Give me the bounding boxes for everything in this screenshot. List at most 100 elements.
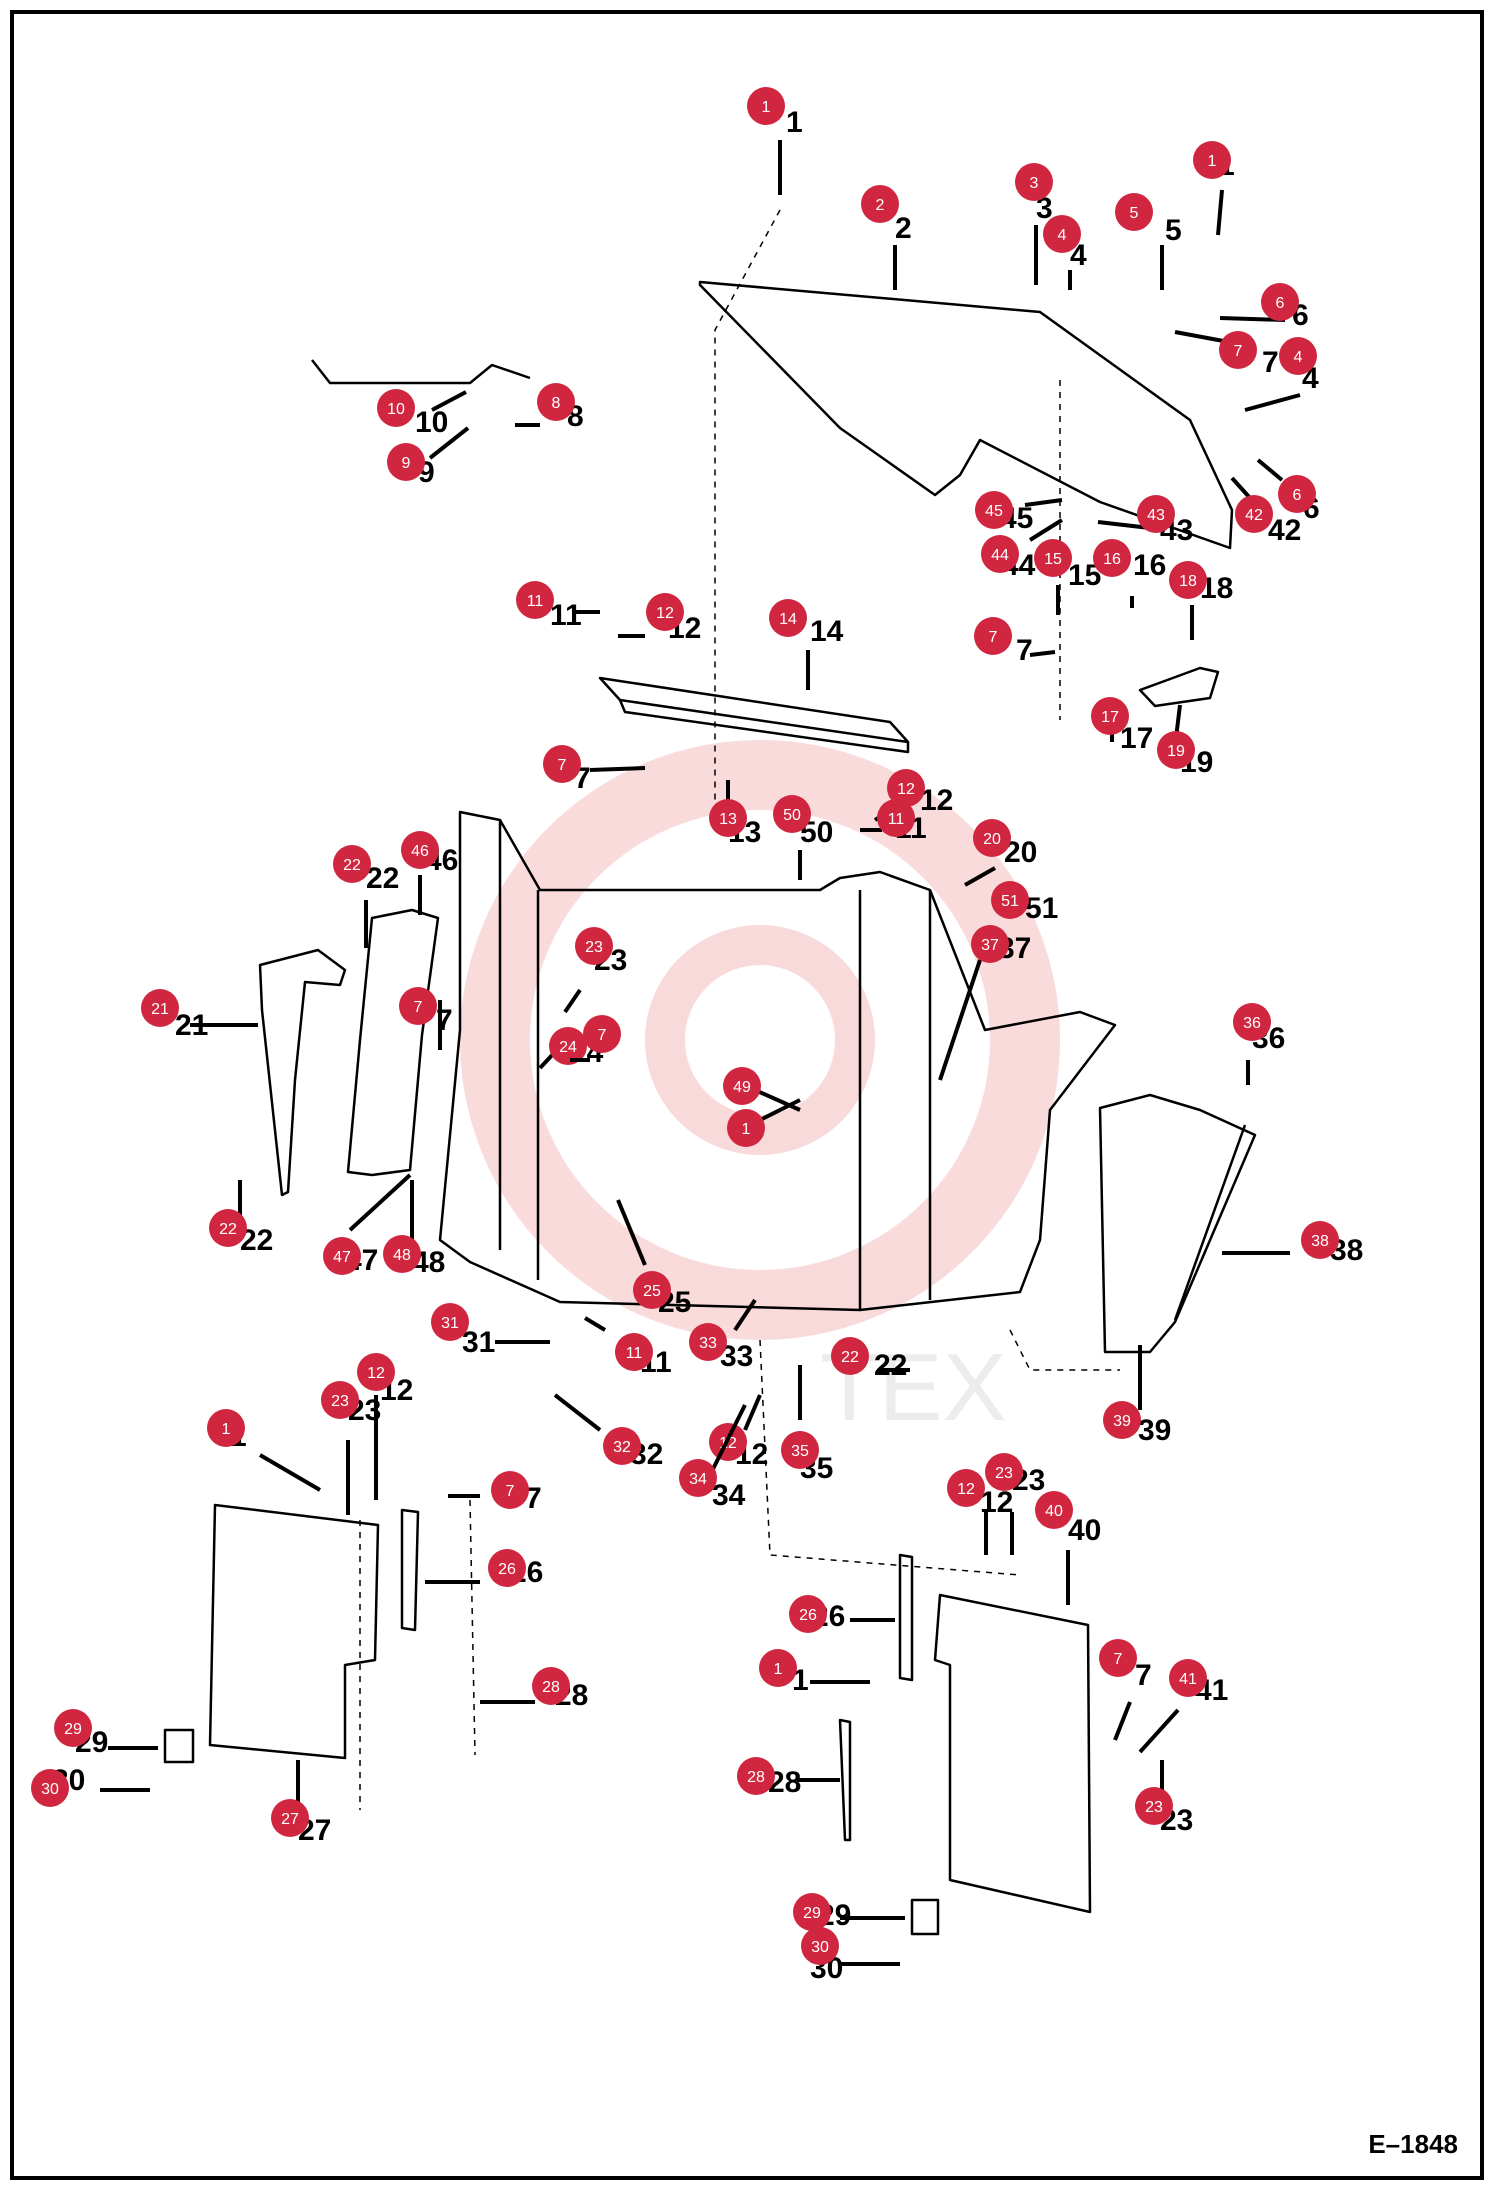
leader-line xyxy=(563,988,582,1014)
callout-badge xyxy=(323,1237,361,1275)
leader-line xyxy=(964,866,996,887)
callout-badge xyxy=(333,845,371,883)
callout-badge xyxy=(1157,731,1195,769)
part-number: 1 xyxy=(786,106,803,139)
callout-badge xyxy=(1093,539,1131,577)
callout-badge xyxy=(516,581,554,619)
callout-number: 44 xyxy=(991,547,1009,564)
leader-line xyxy=(759,1098,801,1122)
part-number: 7 xyxy=(1262,346,1279,379)
callout-badge xyxy=(401,831,439,869)
callout-number: 26 xyxy=(799,1607,817,1624)
callout-badge xyxy=(974,617,1012,655)
callout-4: 44 xyxy=(1244,337,1319,412)
callout-badge xyxy=(633,1271,671,1309)
callout-number: 2 xyxy=(876,197,885,214)
callout-badge xyxy=(1169,561,1207,599)
callout-badge xyxy=(537,383,575,421)
leader-line xyxy=(348,1173,412,1232)
left-upright-cover xyxy=(346,908,440,1177)
bracket-plate xyxy=(1138,666,1220,708)
callout-number: 11 xyxy=(626,1345,643,1362)
callout-badge xyxy=(1015,163,1053,201)
callout-badge xyxy=(1301,1221,1339,1259)
drawing-code: E–1848 xyxy=(1368,2129,1458,2159)
callout-number: 36 xyxy=(1243,1015,1261,1032)
callout-badge xyxy=(1115,193,1153,231)
left-latch xyxy=(163,1728,195,1764)
callout-number: 6 xyxy=(1276,295,1285,312)
callout-49: 49 xyxy=(723,1067,801,1112)
part-number: 40 xyxy=(1068,1514,1101,1547)
callout-badge xyxy=(1035,1491,1073,1529)
callout-number: 5 xyxy=(1130,205,1139,222)
callout-number: 27 xyxy=(281,1811,299,1828)
callout-badge xyxy=(532,1667,570,1705)
callout-badge xyxy=(1261,283,1299,321)
callout-number: 12 xyxy=(656,605,674,622)
part-number: 7 xyxy=(1016,634,1033,667)
callout-number: 51 xyxy=(1001,893,1019,910)
callout-badge xyxy=(877,799,915,837)
callout-badge xyxy=(1137,495,1175,533)
callout-number: 41 xyxy=(1179,1671,1197,1688)
callout-number: 4 xyxy=(1294,349,1303,366)
part-number: 2 xyxy=(895,212,912,245)
callout-number: 40 xyxy=(1045,1503,1063,1520)
callout-7: 77 xyxy=(1099,1639,1152,1741)
hinge-right xyxy=(898,1553,914,1682)
callout-number: 7 xyxy=(1114,1651,1123,1668)
callout-9: 99 xyxy=(387,426,470,489)
leader-line xyxy=(1097,520,1151,530)
cross-beam xyxy=(598,676,910,744)
callout-number: 33 xyxy=(699,1335,717,1352)
callout-number: 38 xyxy=(1311,1233,1329,1250)
callout-badge xyxy=(971,925,1009,963)
callout-number: 32 xyxy=(613,1439,631,1456)
drawing-frame xyxy=(10,10,1484,2180)
callout-number: 7 xyxy=(1234,343,1243,360)
callout-6: 66 xyxy=(1256,458,1320,525)
callout-number: 8 xyxy=(552,395,561,412)
callout-badge xyxy=(1233,1003,1271,1041)
callout-badge xyxy=(1279,337,1317,375)
callout-badge xyxy=(1043,215,1081,253)
callout-badge xyxy=(861,185,899,223)
callout-badge xyxy=(723,1067,761,1105)
callout-number: 50 xyxy=(783,807,801,824)
callout-badge xyxy=(887,769,925,807)
part-number: 22 xyxy=(366,862,399,895)
callout-badge xyxy=(207,1409,245,1447)
leader-line xyxy=(589,766,646,772)
callout-badge xyxy=(141,989,179,1027)
part-number: 34 xyxy=(712,1479,746,1512)
callout-badge xyxy=(737,1757,775,1795)
callout-5: 55 xyxy=(1115,193,1182,290)
callout-7: 77 xyxy=(570,1015,621,1062)
callout-number: 45 xyxy=(985,503,1003,520)
watermark-logo: ТЕХ xyxy=(460,740,1060,1441)
callout-number: 21 xyxy=(151,1001,169,1018)
callout-badge xyxy=(357,1353,395,1391)
callout-number: 11 xyxy=(527,593,544,610)
callout-badge xyxy=(689,1323,727,1361)
callout-badge xyxy=(991,881,1029,919)
callout-badge xyxy=(377,389,415,427)
callout-1: 1 xyxy=(727,1098,801,1147)
callout-badge xyxy=(646,593,684,631)
callout-badge xyxy=(615,1333,653,1371)
callout-3: 33 xyxy=(1015,163,1053,285)
callout-number: 23 xyxy=(331,1393,349,1410)
callout-number: 23 xyxy=(995,1465,1013,1482)
part-number: 5 xyxy=(1165,214,1182,247)
